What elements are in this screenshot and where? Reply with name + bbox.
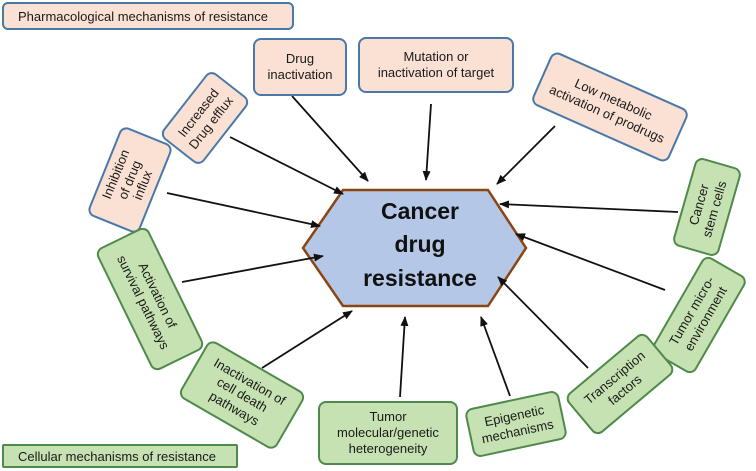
legend-pharmacological: Pharmacological mechanisms of resistance (2, 2, 294, 30)
arrow-increased-efflux (229, 136, 344, 195)
arrow-low-metabolic (496, 125, 556, 185)
arrow-cell-death (261, 310, 353, 369)
node-drug-inactivation-line-1: Drug (285, 50, 315, 66)
arrow-inhibition-influx (166, 192, 321, 229)
arrow-tumor-micro (515, 233, 666, 291)
center-line-1: Cancer (381, 198, 459, 224)
arrow-drug-inactivation (291, 95, 369, 182)
node-mutation: Mutation or inactivation of target (358, 37, 514, 93)
center-label: Cancer drug resistance (320, 195, 520, 295)
center-hexagon (301, 188, 528, 308)
node-drug-inactivation-line-2: inactivation (267, 67, 333, 82)
arrow-heterogeneity (399, 316, 409, 398)
node-mutation-line-1: Mutation or (403, 48, 469, 64)
arrow-epigenetic (480, 316, 511, 397)
node-heterogeneity-line-2: molecular/genetic (337, 424, 439, 440)
node-heterogeneity: Tumor molecular/genetic heterogeneity (318, 401, 458, 465)
legend-cellular: Cellular mechanisms of resistance (2, 444, 238, 468)
center-line-3: resistance (363, 264, 477, 291)
node-mutation-line-2: inactivation of target (377, 65, 495, 80)
arrow-survival (181, 253, 324, 283)
node-heterogeneity-line-1: Tumor (369, 408, 407, 424)
arrow-cancer-stem (499, 200, 679, 213)
arrow-mutation (422, 103, 432, 181)
legend-cellular-label: Cellular mechanisms of resistance (18, 448, 216, 464)
node-heterogeneity-line-3: heterogeneity (348, 441, 428, 457)
arrow-transcription (497, 276, 589, 369)
node-drug-inactivation: Drug inactivation (253, 38, 347, 96)
legend-pharmacological-label: Pharmacological mechanisms of resistance (18, 8, 268, 24)
center-line-2: drug (394, 231, 446, 258)
